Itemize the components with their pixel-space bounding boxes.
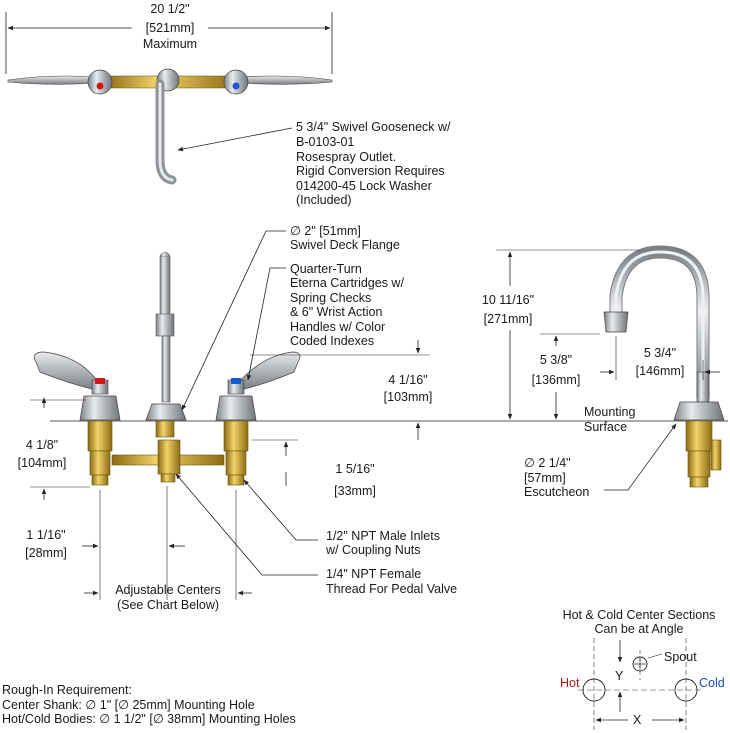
- escutcheon-mm: [57mm]: [524, 471, 566, 485]
- mounting-surface-line-1: Mounting: [584, 405, 636, 419]
- handle-height-mm: [103mm]: [383, 390, 433, 404]
- shank-mm: [33mm]: [334, 484, 376, 498]
- male-inlets-line-2: w/ Coupling Nuts: [326, 543, 421, 557]
- gooseneck-note-line-3: Rosespray Outlet.: [296, 150, 397, 164]
- cartridge-note-line-4: & 6" Wrist Action: [290, 305, 383, 319]
- gooseneck-note-line-6: (Included): [296, 193, 352, 207]
- spout-label: Spout: [664, 650, 697, 664]
- female-thread-line-1: 1/4" NPT Female: [326, 567, 422, 581]
- x-label: X: [633, 713, 642, 727]
- rough-in-hot-cold: Hot/Cold Bodies: ∅ 1 1/2" [∅ 38mm] Mount…: [2, 712, 296, 726]
- deck-flange-label: Swivel Deck Flange: [290, 238, 400, 252]
- deck-flange-size: ∅ 2" [51mm]: [290, 224, 361, 238]
- hot-hole: [582, 678, 606, 702]
- escutcheon-label: Escutcheon: [524, 485, 590, 499]
- reach-mm: [146mm]: [635, 364, 685, 378]
- female-thread-line-2: Thread For Pedal Valve: [326, 582, 458, 596]
- right-blade-top: [239, 75, 333, 85]
- cartridge-note-line-1: Quarter-Turn: [290, 262, 362, 276]
- plan-view: [578, 638, 702, 730]
- offset-in: 1 1/16": [26, 528, 66, 542]
- below-deck-in: 4 1/8": [25, 438, 59, 452]
- hot-label: Hot: [560, 676, 580, 690]
- plan-title-line-2: Can be at Angle: [594, 622, 684, 636]
- side-view: [496, 245, 725, 491]
- cartridge-note-line-3: Spring Checks: [290, 291, 372, 305]
- escutcheon-size: ∅ 2 1/4": [524, 456, 571, 470]
- gooseneck-note-line-4: Rigid Conversion Requires: [296, 164, 445, 178]
- cold-hole: [674, 678, 698, 702]
- below-deck-mm: [104mm]: [17, 456, 67, 470]
- cartridge-note-line-5: Handles w/ Color: [290, 320, 386, 334]
- outlet-height-mm: [136mm]: [531, 373, 581, 387]
- gooseneck-note-line-1: 5 3/4" Swivel Gooseneck w/: [296, 120, 451, 134]
- cartridge-note-line-6: Coded Indexes: [290, 334, 375, 348]
- plan-title-line-1: Hot & Cold Center Sections: [562, 608, 716, 622]
- cold-index-top: [232, 82, 240, 90]
- gooseneck-note-line-2: B-0103-01: [296, 135, 355, 149]
- overall-width-note: Maximum: [142, 37, 198, 51]
- spout-height-in: 10 11/16": [481, 293, 535, 307]
- hot-index-top: [96, 82, 104, 90]
- y-label: Y: [615, 669, 624, 683]
- reach-in: 5 3/4": [643, 346, 677, 360]
- male-inlets-line-1: 1/2" NPT Male Inlets: [326, 529, 440, 543]
- shank-in: 1 5/16": [335, 462, 375, 476]
- mounting-surface-line-2: Surface: [584, 420, 628, 434]
- offset-mm: [28mm]: [25, 546, 67, 560]
- overall-width-mm: [521mm]: [145, 21, 195, 35]
- left-blade-top: [7, 75, 96, 85]
- adjustable-centers-line-1: Adjustable Centers: [115, 583, 221, 597]
- outlet-height-in: 5 3/8": [539, 353, 573, 367]
- handle-height-in: 4 1/16": [388, 373, 428, 387]
- gooseneck-note-line-5: 014200-45 Lock Washer: [296, 179, 432, 193]
- spout-height-mm: [271mm]: [483, 312, 533, 326]
- rough-in-heading: Rough-In Requirement:: [2, 683, 132, 697]
- cold-label: Cold: [699, 676, 725, 690]
- overall-width-in: 20 1/2": [150, 2, 190, 16]
- top-view: [5, 12, 333, 185]
- cartridge-note-line-2: Eterna Cartridges w/: [290, 276, 404, 290]
- rough-in-center-shank: Center Shank: ∅ 1" [∅ 25mm] Mounting Hol…: [2, 698, 255, 712]
- front-view: [30, 230, 728, 600]
- adjustable-centers-line-2: (See Chart Below): [116, 598, 220, 612]
- spout-hole: [632, 656, 648, 672]
